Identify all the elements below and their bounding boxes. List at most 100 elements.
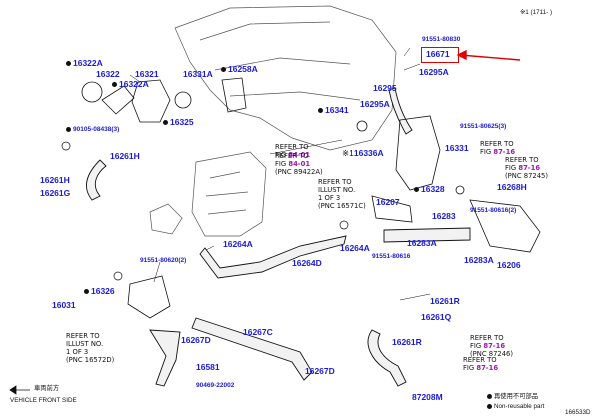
part-callout-c06[interactable]: 16341	[318, 106, 349, 115]
part-callout-c40[interactable]: 16267D	[305, 367, 335, 376]
part-callout-c26[interactable]: 16283A	[407, 239, 437, 248]
reference-line: (PNC 16572D)	[66, 356, 114, 364]
bracket-16207	[371, 195, 413, 223]
reference-text: REFER TO	[505, 156, 539, 164]
nonreusable-marker	[414, 187, 419, 193]
figure-link[interactable]: 87-16	[476, 364, 499, 372]
part-callout-c18[interactable]: 16261G	[40, 189, 70, 198]
highlight-arrow	[456, 49, 521, 61]
reference-text: FIG	[275, 151, 289, 159]
figure-link[interactable]: 87-16	[493, 148, 516, 156]
reference-line: REFER TO	[505, 156, 548, 164]
legend-nonreuse-jp: 再使用不可部品	[487, 394, 538, 400]
part-callout-c16[interactable]: 16261H	[110, 152, 140, 161]
part-number-text: 16207	[376, 197, 400, 207]
hose-16261g	[86, 159, 107, 201]
part-callout-c39[interactable]: 90469-22002	[196, 382, 234, 390]
part-callout-c38[interactable]: 16581	[196, 363, 220, 372]
nonreusable-marker	[163, 120, 168, 126]
part-callout-c17[interactable]: 16261H	[40, 176, 70, 185]
part-callout-c14[interactable]: 90105-08438(3)	[66, 126, 120, 134]
nonreusable-marker	[487, 404, 492, 409]
reference-text: FIG	[470, 342, 484, 350]
part-number-text: 16326	[91, 286, 115, 296]
front-side-jp: 車両前方	[34, 385, 60, 392]
part-callout-c09[interactable]: 16322	[96, 70, 120, 79]
part-callout-c25[interactable]: 16283	[432, 212, 456, 221]
part-number-text: 16267C	[243, 327, 273, 337]
reference-text: (PNC 16571C)	[318, 202, 366, 210]
part-callout-c24[interactable]: 91551-80616(2)	[470, 207, 516, 215]
part-callout-c13[interactable]: 16258A	[221, 65, 258, 74]
part-callout-c12[interactable]: 16331A	[183, 70, 213, 79]
reference-text: FIG	[480, 148, 494, 156]
reference-text: REFER TO	[275, 152, 309, 160]
part-callout-c21[interactable]: 16328	[414, 185, 445, 194]
part-callout-c27[interactable]: 16283A	[464, 256, 494, 265]
part-callout-c44[interactable]: 87208M	[412, 393, 443, 402]
highlighted-part-box[interactable]	[421, 47, 459, 63]
figure-link[interactable]: 87-16	[518, 164, 541, 172]
part-callout-c28[interactable]: 16206	[497, 261, 521, 270]
reference-pnc: (PNC 87246)	[470, 350, 514, 358]
pipe-16206	[469, 199, 541, 253]
part-callout-c07[interactable]: 91551-80625(3)	[460, 123, 506, 131]
part-callout-c20[interactable]: 16331	[445, 144, 469, 153]
part-callout-c19[interactable]: ※116336A	[342, 149, 384, 158]
front-side-label: VEHICLE FRONT SIDE	[10, 397, 77, 404]
part-callout-c08[interactable]: 16322A	[66, 59, 103, 68]
part-callout-c30[interactable]: 16264A	[340, 244, 370, 253]
part-callout-c01[interactable]: 91551-80830	[422, 36, 460, 44]
part-callout-c37[interactable]: 16267D	[181, 336, 211, 345]
part-callout-c02[interactable]: 16671	[426, 50, 450, 59]
part-number-text: 16295A	[419, 67, 449, 77]
part-callout-c36[interactable]: 16267C	[243, 328, 273, 337]
hose-16264d	[199, 235, 347, 279]
part-callout-c34[interactable]: 16326	[84, 287, 115, 296]
figure-link[interactable]: 84-01	[288, 151, 311, 159]
figure-link[interactable]: 84-01	[288, 160, 311, 168]
reference-text: FIG	[463, 364, 477, 372]
part-number-text: 16267D	[305, 366, 335, 376]
reference-line: FIG 84-01	[275, 160, 323, 168]
part-number-text: 16325	[170, 117, 194, 127]
reference-text: REFER TO	[463, 356, 497, 364]
part-callout-c35[interactable]: 16031	[52, 301, 76, 310]
part-callout-c22[interactable]: 16268H	[497, 183, 527, 192]
reference-line: REFER TO	[66, 332, 114, 340]
part-number-text: 16283	[432, 211, 456, 221]
part-callout-c41[interactable]: 16261R	[430, 297, 460, 306]
figure-link[interactable]: 87-16	[483, 342, 506, 350]
reference-line: REFER TO	[480, 140, 515, 148]
part-callout-c04[interactable]: 16295	[373, 84, 397, 93]
part-callout-c29[interactable]: 16264A	[223, 240, 253, 249]
part-callout-c10[interactable]: 16321	[135, 70, 159, 79]
part-number-text: 16261H	[110, 151, 140, 161]
part-callout-c42[interactable]: 16261Q	[421, 313, 451, 322]
part-number-text: 90105-08438(3)	[73, 126, 120, 134]
part-callout-c43[interactable]: 16261R	[392, 338, 422, 347]
part-callout-c11[interactable]: 16322A	[112, 80, 149, 89]
part-callout-c03[interactable]: 16295A	[419, 68, 449, 77]
reference-line: (PNC 16571C)	[318, 202, 366, 210]
part-callout-c23[interactable]: 16207	[376, 198, 400, 207]
part-callout-c33[interactable]: 91551-80620(2)	[140, 257, 186, 265]
part-number-text: 16328	[421, 184, 445, 194]
housing-16321	[131, 79, 171, 123]
reference-text: ILLUST NO.	[318, 186, 356, 194]
part-callout-c05[interactable]: 16295A	[360, 100, 390, 109]
part-callout-c15[interactable]: 16325	[163, 118, 194, 127]
water-outlet-16331	[395, 115, 441, 191]
part-number-text: 16283A	[407, 238, 437, 248]
part-callout-c32[interactable]: 91551-80616	[372, 253, 410, 261]
part-callout-c31[interactable]: 16264D	[292, 259, 322, 268]
